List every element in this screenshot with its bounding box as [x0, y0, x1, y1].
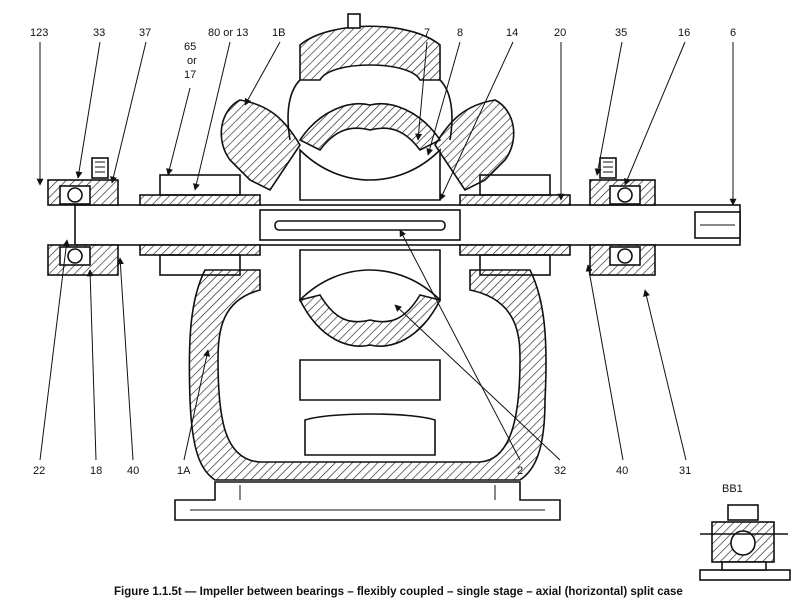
pump-shaft: [74, 204, 741, 246]
callout-14: 14: [506, 27, 518, 39]
callout-35: 35: [615, 27, 627, 39]
callout-20: 20: [554, 27, 566, 39]
callout-40-right: 40: [616, 465, 628, 477]
leader-lines: [36, 41, 737, 461]
callout-65: 65: [184, 41, 196, 53]
callout-18: 18: [90, 465, 102, 477]
bearing-housing-left: [47, 157, 119, 276]
impeller: [298, 103, 442, 347]
callout-32: 32: [554, 465, 566, 477]
callout-6: 6: [730, 27, 736, 39]
lower-casing: [188, 269, 547, 481]
callout-22: 22: [33, 465, 45, 477]
callout-2: 2: [517, 465, 523, 477]
casing-feet: [174, 481, 561, 521]
callout-8: 8: [457, 27, 463, 39]
callout-37: 37: [139, 27, 151, 39]
upper-casing: [220, 13, 515, 192]
callout-17: 17: [184, 69, 196, 81]
callout-7: 7: [424, 27, 430, 39]
callout-80-or-13: 80 or 13: [208, 27, 248, 39]
figure-caption: Figure 1.1.5t — Impeller between bearing…: [114, 586, 683, 598]
callout-1A: 1A: [177, 465, 191, 477]
callout-or: or: [187, 55, 197, 67]
callout-labels: 123 33 37 65 or 17 80 or 13 1B 7 8 14 20…: [30, 27, 736, 477]
callout-31: 31: [679, 465, 691, 477]
callout-1B: 1B: [272, 27, 285, 39]
callout-40-left: 40: [127, 465, 139, 477]
bearing-housing-right: [589, 157, 656, 276]
callout-123: 123: [30, 27, 48, 39]
bb1-inset: BB1: [699, 483, 791, 581]
inset-label: BB1: [722, 483, 743, 495]
seal-housings: [139, 174, 571, 276]
callout-33: 33: [93, 27, 105, 39]
callout-16: 16: [678, 27, 690, 39]
